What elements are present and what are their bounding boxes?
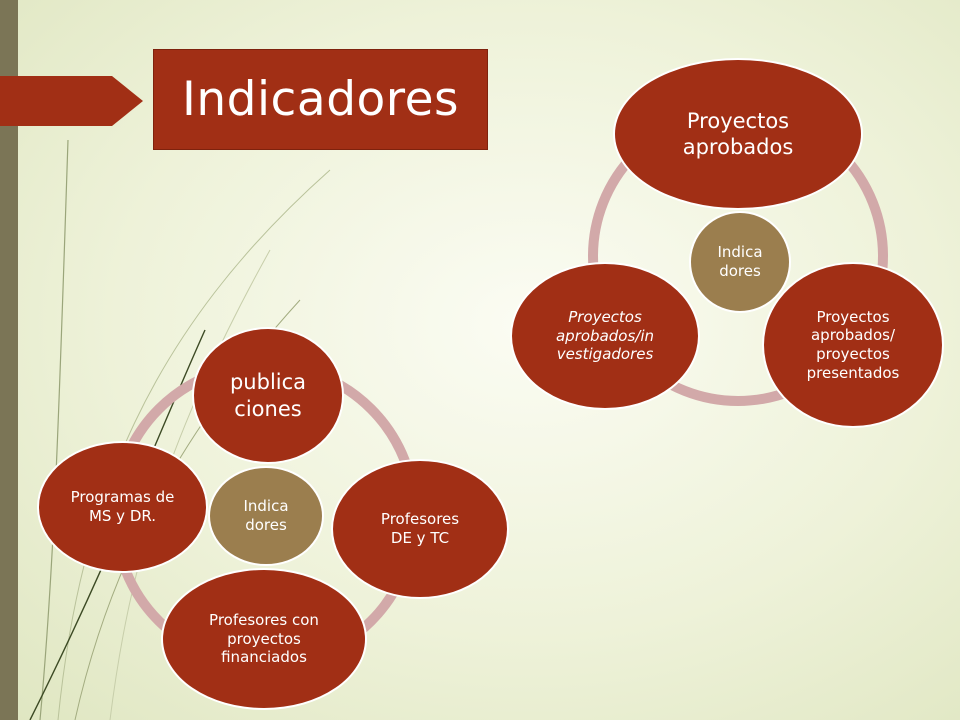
page-title: Indicadores	[182, 72, 459, 127]
node-programas-ms-dr: Programas de MS y DR.	[37, 441, 208, 573]
left-side-bar	[0, 0, 18, 720]
chevron-arrow-icon	[0, 76, 143, 126]
node-profesores-proyectos-financiados: Profesores con proyectos financiados	[161, 568, 367, 710]
center-node-indicadores: Indica dores	[208, 466, 324, 566]
node-proyectos-aprobados-presentados: Proyectos aprobados/ proyectos presentad…	[762, 262, 944, 428]
node-proyectos-aprobados-investigadores: Proyectos aprobados/in vestigadores	[510, 262, 700, 410]
node-proyectos-aprobados: Proyectos aprobados	[613, 58, 863, 210]
node-publicaciones: publica ciones	[192, 327, 344, 464]
title-banner: Indicadores	[153, 49, 488, 150]
center-node-indicadores: Indica dores	[689, 211, 791, 313]
node-profesores-de-tc: Profesores DE y TC	[331, 459, 509, 599]
